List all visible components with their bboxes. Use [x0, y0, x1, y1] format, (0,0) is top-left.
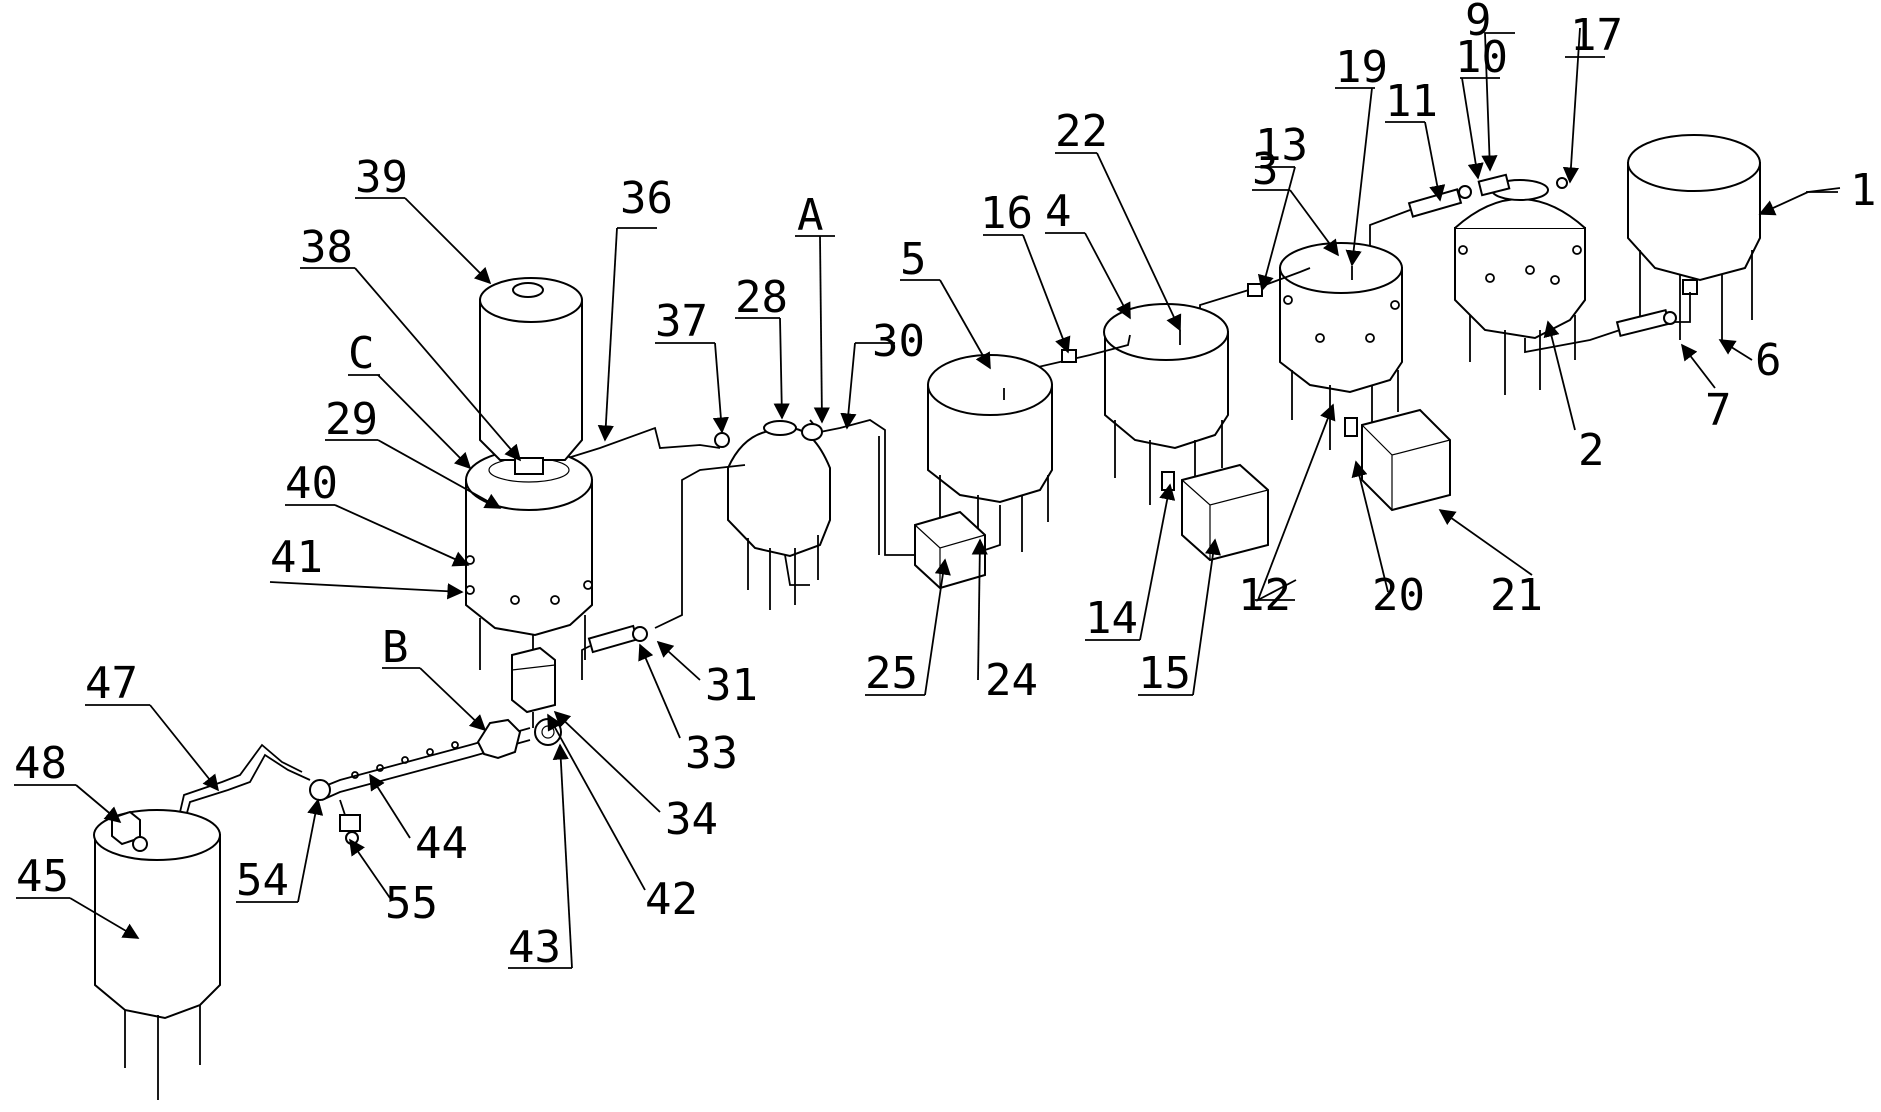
label-42: 42	[645, 874, 698, 925]
label-7: 7	[1705, 385, 1732, 436]
label-39: 39	[355, 152, 408, 203]
label-17: 17	[1570, 10, 1623, 61]
label-33: 33	[685, 728, 738, 779]
label-45: 45	[16, 851, 69, 902]
label-16: 16	[980, 188, 1033, 239]
box-25	[914, 505, 1001, 590]
label-1: 1	[1850, 165, 1877, 216]
label-10: 10	[1455, 32, 1508, 83]
label-21: 21	[1490, 570, 1543, 621]
label-20: 20	[1372, 570, 1425, 621]
label-28: 28	[735, 272, 788, 323]
tank-39	[479, 277, 583, 475]
box-15	[1181, 463, 1269, 562]
label-2: 2	[1578, 425, 1605, 476]
tank-29	[465, 449, 593, 670]
label-3: 3	[1252, 144, 1279, 195]
label-48: 48	[14, 738, 67, 789]
label-36: 36	[620, 173, 673, 224]
label-37: 37	[655, 296, 708, 347]
tank-3	[1279, 242, 1403, 450]
label-4: 4	[1045, 186, 1072, 237]
label-47: 47	[85, 658, 138, 709]
label-15: 15	[1138, 648, 1191, 699]
label-29: 29	[325, 394, 378, 445]
label-38: 38	[300, 222, 353, 273]
label-43: 43	[508, 922, 561, 973]
label-34: 34	[665, 794, 718, 845]
tank-4	[1103, 303, 1229, 505]
label-55: 55	[385, 878, 438, 929]
label-6: 6	[1755, 335, 1782, 386]
tank-1	[1627, 134, 1761, 340]
label-40: 40	[285, 458, 338, 509]
label-44: 44	[415, 818, 468, 869]
leaders	[14, 27, 1841, 969]
pipe-36-37	[554, 426, 730, 463]
label-13: 13	[1255, 120, 1308, 171]
box-42	[511, 635, 556, 728]
label-22: 22	[1055, 106, 1108, 157]
pipe-47	[173, 743, 311, 839]
label-24: 24	[985, 655, 1038, 706]
tank-2	[1454, 177, 1586, 395]
label-54: 54	[236, 855, 289, 906]
box-21	[1361, 408, 1451, 512]
pump-9-10-11	[1369, 173, 1511, 248]
label-31: 31	[705, 660, 758, 711]
label-9: 9	[1465, 0, 1492, 46]
pipe-31-33	[581, 464, 746, 680]
label-12: 12	[1238, 570, 1291, 621]
label-11: 11	[1385, 76, 1438, 127]
tank-28	[727, 420, 831, 610]
label-30: 30	[872, 316, 925, 367]
labels: 1 6 7 2 17 9 10 11 19 13 3 22 4 16 5 21 …	[14, 0, 1877, 973]
label-C: C	[348, 328, 375, 379]
pump-6-7	[1524, 292, 1691, 354]
label-25: 25	[865, 648, 918, 699]
label-B: B	[382, 622, 409, 673]
label-5: 5	[900, 234, 927, 285]
tank-45	[93, 809, 221, 1100]
label-A: A	[797, 190, 824, 241]
label-41: 41	[270, 532, 323, 583]
label-19: 19	[1335, 42, 1388, 93]
label-14: 14	[1085, 593, 1138, 644]
